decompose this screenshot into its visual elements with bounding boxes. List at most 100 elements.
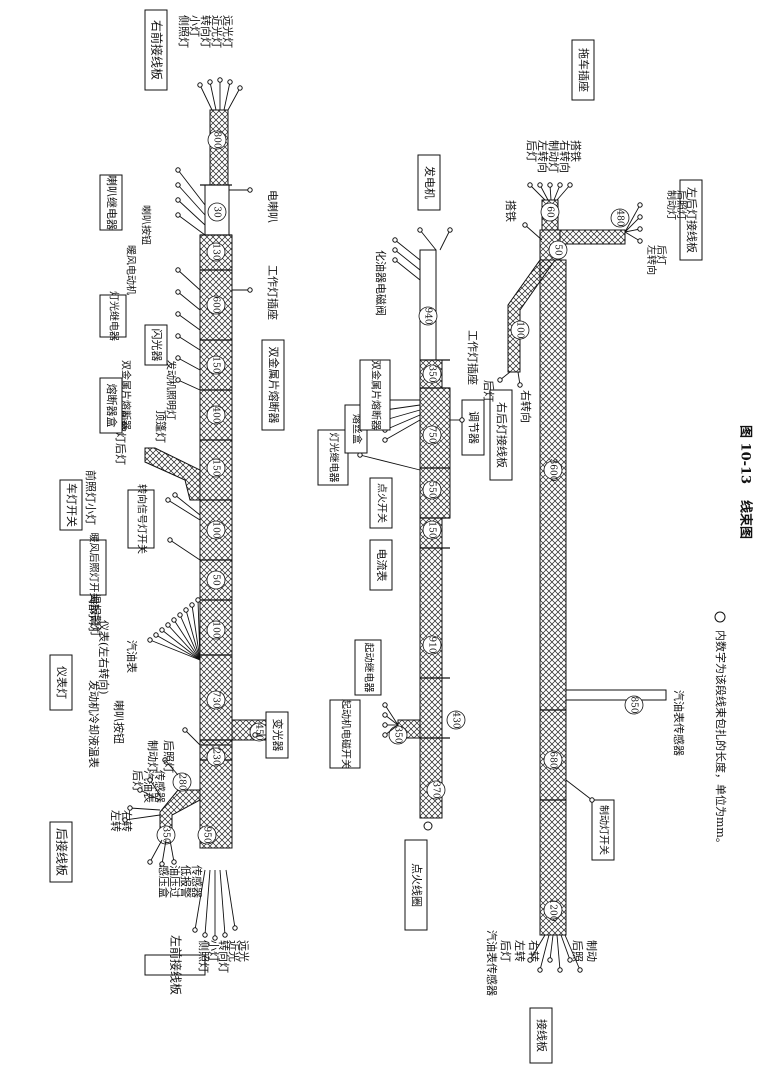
wire-gen1 — [419, 229, 437, 251]
label-right-front-wire: 小灯 — [188, 15, 201, 37]
wire-turn — [167, 499, 201, 521]
svg-text:灯光继电器: 灯光继电器 — [108, 291, 121, 341]
svg-text:仪表灯: 仪表灯 — [55, 666, 69, 699]
svg-text:940: 940 — [423, 307, 433, 324]
terminal — [162, 757, 168, 763]
label-rear-panel-wire: 传感器 — [153, 770, 166, 803]
svg-text:闪光器: 闪光器 — [150, 329, 164, 362]
box-mid-light-relay: 灯光继电器 — [317, 429, 349, 486]
svg-text:熔断器盒: 熔断器盒 — [105, 384, 119, 428]
length-tag-600: 600 — [206, 295, 226, 315]
terminal — [175, 355, 181, 361]
wire-mid-fuse-0 — [384, 419, 421, 441]
svg-text:350: 350 — [393, 726, 403, 743]
terminal — [547, 182, 553, 188]
terminal — [517, 382, 523, 388]
label-trailer-wire: 左转向 — [536, 140, 550, 173]
svg-text:150: 150 — [427, 521, 437, 538]
wire-rear-1 — [124, 814, 161, 821]
box-light-relay: 灯光继电器 — [99, 291, 127, 341]
svg-text:50: 50 — [211, 574, 221, 586]
wire-instrument-8 — [197, 599, 201, 661]
label-dome-lamp: 顶篷灯 — [154, 410, 168, 443]
svg-text:100: 100 — [211, 621, 221, 638]
terminal — [147, 859, 153, 865]
terminal — [182, 727, 188, 733]
svg-text:左前接线板: 左前接线板 — [169, 935, 184, 995]
label-trailer-wire: 右转向 — [558, 140, 572, 173]
terminal — [423, 821, 433, 831]
terminal — [202, 932, 208, 938]
terminal — [447, 227, 453, 233]
label-trailer-wire: 后灯 — [525, 140, 538, 162]
svg-text:电流表: 电流表 — [375, 549, 389, 582]
wire-right-front-1 — [209, 81, 217, 111]
label-instrument-wire: 汽油表 — [125, 640, 139, 673]
terminal — [537, 182, 543, 188]
svg-text:100: 100 — [515, 321, 525, 338]
terminal — [567, 182, 573, 188]
svg-text:350: 350 — [427, 365, 437, 382]
svg-text:3600: 3600 — [548, 459, 558, 482]
box-trailer-socket: 拖车插座 — [571, 39, 595, 101]
label-work-socket: 工作灯插座 — [266, 265, 280, 320]
length-tag-60: 60 — [540, 202, 560, 222]
svg-text:680: 680 — [548, 751, 558, 768]
wire-rear-0 — [129, 807, 161, 811]
label-electric-horn: 电喇叭 — [266, 190, 280, 223]
length-tag-940: 940 — [418, 306, 438, 326]
wire-sensor-2 — [169, 839, 175, 863]
label-ground: 搭铁 — [504, 200, 517, 222]
terminal — [147, 777, 153, 783]
svg-text:370: 370 — [431, 781, 441, 798]
wire-trailer-4 — [556, 184, 571, 201]
wire-bottom-2 — [549, 934, 554, 961]
box-flasher: 闪光器 — [144, 324, 168, 366]
svg-text:130: 130 — [211, 243, 221, 260]
wire-horn — [184, 729, 201, 746]
length-tag-350: 350 — [422, 364, 442, 384]
svg-text:发电机: 发电机 — [423, 166, 437, 199]
mid-910 — [419, 547, 443, 679]
wire-bottom-4 — [560, 934, 571, 961]
terminal — [175, 333, 181, 339]
bot-850 — [565, 689, 667, 701]
wire-starter-1 — [384, 714, 399, 726]
terminal — [382, 732, 388, 738]
length-tag-950: 950 — [197, 825, 217, 845]
wire-left-rear-3 — [624, 231, 641, 242]
label-left-front-wire: 转向灯 — [217, 940, 231, 973]
svg-text:350: 350 — [161, 826, 171, 843]
terminal — [522, 222, 528, 228]
box-starter-switch: 起动机电磁开关 — [329, 699, 361, 769]
wire-instrument-1 — [155, 634, 201, 661]
wire-left-front-0 — [194, 869, 206, 931]
box-ignition-switch: 点火开关 — [369, 477, 393, 529]
wire-sensor-1 — [161, 839, 167, 865]
terminal — [637, 214, 643, 220]
terminal — [159, 861, 165, 867]
label-sensor: 低报警 — [179, 865, 193, 898]
svg-text:右后灯接线板: 右后灯接线板 — [495, 402, 509, 468]
length-tag-130: 130 — [206, 242, 226, 262]
box-ammeter: 电流表 — [369, 539, 393, 591]
label-rear-panel-wire: 后灯 — [131, 770, 144, 792]
svg-text:制动灯开关: 制动灯开关 — [598, 805, 611, 855]
svg-text:灯光继电器: 灯光继电器 — [328, 433, 341, 483]
svg-text:450: 450 — [254, 723, 264, 740]
terminal — [217, 77, 223, 83]
wire-gen-0 — [394, 239, 421, 261]
wire-heater — [169, 539, 201, 561]
wire-instrument-0 — [149, 639, 201, 661]
length-tag-350: 350 — [388, 725, 408, 745]
svg-text:起动继电器: 起动继电器 — [363, 643, 376, 693]
wire-left-rear-1 — [624, 216, 641, 233]
terminal — [175, 377, 181, 383]
svg-text:100: 100 — [211, 521, 221, 538]
terminal — [247, 287, 253, 293]
svg-text:暖风后照灯开关: 暖风后照灯开关 — [88, 533, 101, 603]
wire-mid-fuse-3 — [384, 404, 421, 411]
length-tag-3600: 3600 — [543, 459, 563, 482]
wire-instrument-3 — [167, 624, 201, 661]
terminal — [227, 79, 233, 85]
